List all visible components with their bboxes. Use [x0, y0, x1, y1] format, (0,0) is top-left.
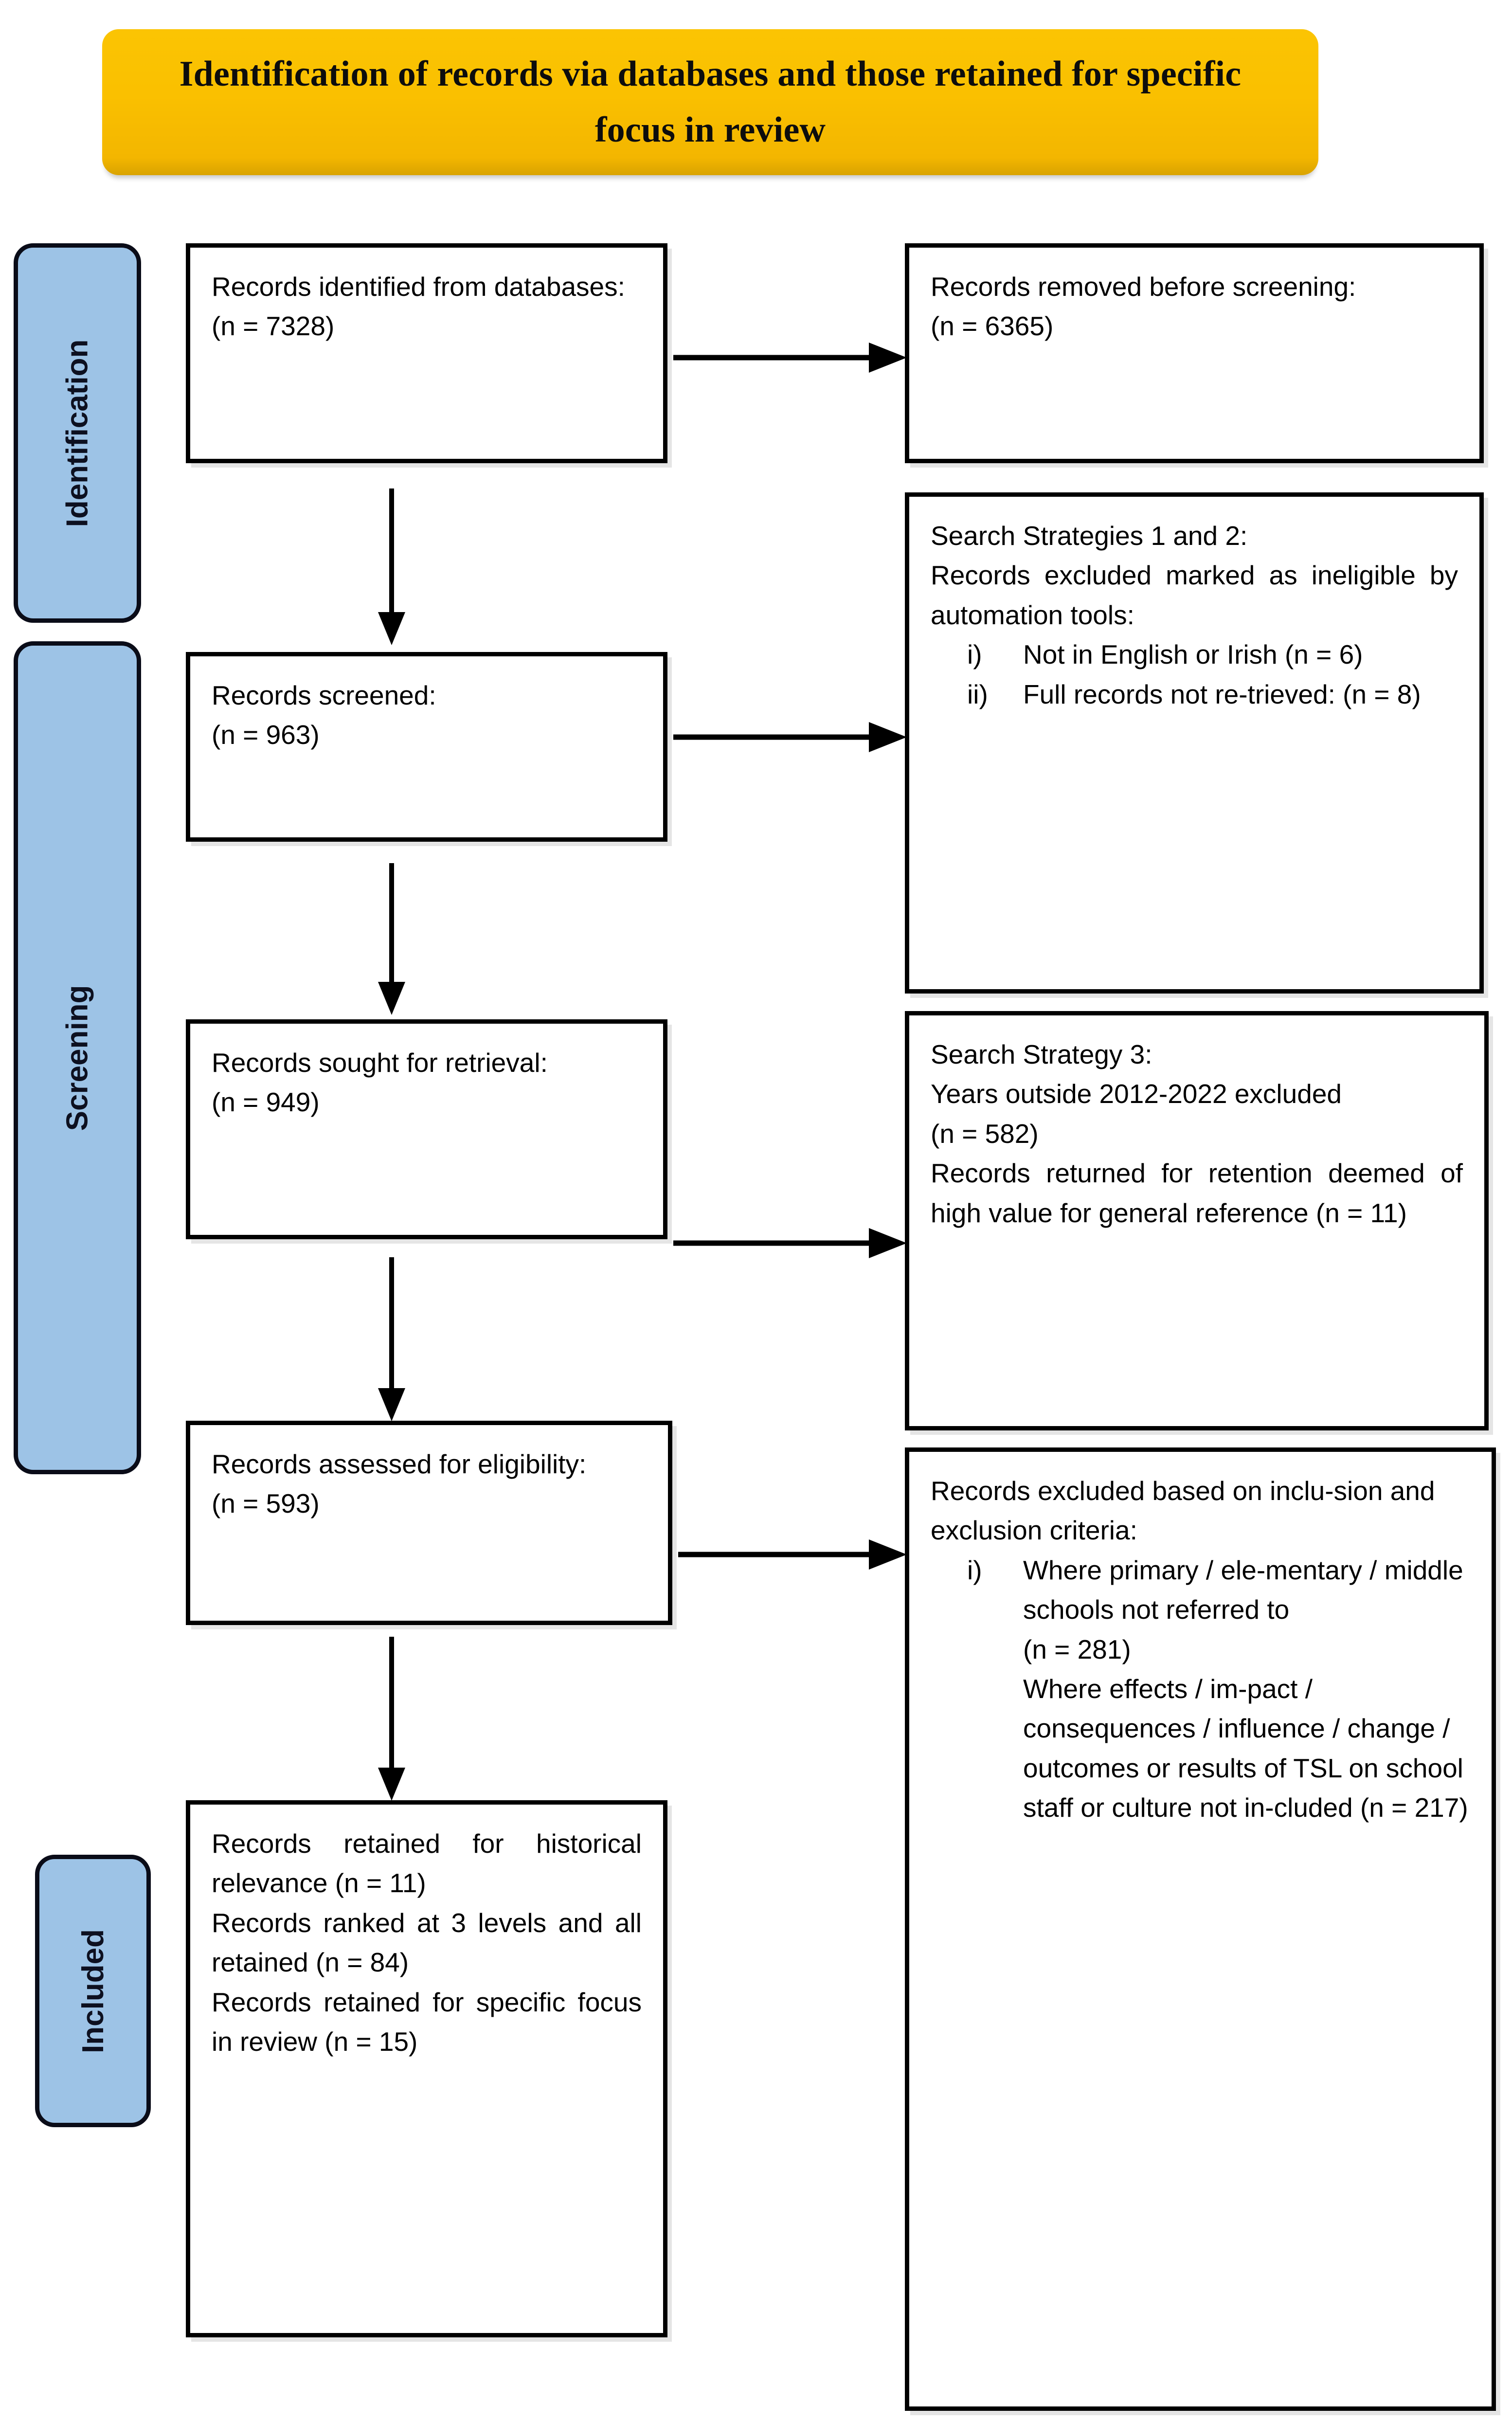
list-text: Where primary / ele-mentary / middle sch…	[1023, 1555, 1463, 1625]
flow-box-search-strategies-1-2: Search Strategies 1 and 2: Records exclu…	[905, 492, 1484, 994]
list-item: ii) Full records not re-trieved: (n = 8)	[931, 675, 1458, 714]
records-retained-specific-focus: Records retained for specific focus in r…	[212, 1987, 642, 2057]
records-retained-ranked: Records ranked at 3 levels and all retai…	[212, 1907, 642, 1978]
list-marker: i)	[967, 639, 982, 670]
arrow-down-icon	[378, 488, 405, 645]
list-item: i) Not in English or Irish (n = 6)	[931, 635, 1458, 674]
records-sought-count: (n = 949)	[212, 1087, 320, 1118]
diagram-title-banner: Identification of records via databases …	[102, 29, 1318, 175]
arrow-assessed-to-retained	[370, 1635, 414, 1803]
arrow-sought-to-strategy3	[671, 1221, 910, 1265]
excluded-count-281: (n = 281)	[1023, 1634, 1131, 1664]
strategies12-line2: Records excluded marked as ineligible by…	[931, 560, 1458, 630]
flow-box-records-screened: Records screened: (n = 963)	[186, 652, 667, 842]
records-assessed-count: (n = 593)	[212, 1488, 320, 1519]
list-text: Not in English or Irish (n = 6)	[1023, 639, 1363, 670]
list-item: i) Where primary / ele-mentary / middle …	[931, 1551, 1470, 1630]
records-sought-line1: Records sought for retrieval:	[212, 1048, 548, 1078]
strategy3-returned-retention: Records returned for retention deemed of…	[931, 1158, 1463, 1228]
excluded-heading: Records excluded based on inclu-sion and…	[931, 1476, 1435, 1546]
strategies12-heading: Search Strategies 1 and 2:	[931, 521, 1248, 551]
excluded-list: i) Where primary / ele-mentary / middle …	[931, 1551, 1470, 1828]
records-identified-line1: Records identified from databases:	[212, 271, 625, 302]
flow-box-search-strategy-3: Search Strategy 3: Years outside 2012-20…	[905, 1011, 1489, 1430]
flow-box-records-excluded-criteria: Records excluded based on inclu-sion and…	[905, 1447, 1496, 2411]
flow-box-records-retained: Records retained for historical relevanc…	[186, 1800, 667, 2337]
records-identified-count: (n = 7328)	[212, 311, 335, 342]
arrow-screened-to-strategies	[671, 715, 910, 759]
arrow-down-icon	[378, 863, 405, 1015]
stage-sidebar-identification: Identification	[14, 243, 141, 623]
arrow-down-icon	[378, 1637, 405, 1801]
records-removed-line1: Records removed before screening:	[931, 271, 1356, 302]
stage-label-screening: Screening	[60, 985, 94, 1131]
arrow-sought-to-assessed	[370, 1255, 414, 1423]
records-retained-historical: Records retained for historical relevanc…	[212, 1828, 642, 1899]
strategy3-years-count: (n = 582)	[931, 1118, 1039, 1149]
arrow-right-icon	[673, 343, 907, 373]
stage-sidebar-screening: Screening	[14, 641, 141, 1474]
stage-label-identification: Identification	[60, 339, 94, 527]
arrow-identified-to-screened	[370, 487, 414, 647]
stage-label-included: Included	[76, 1929, 110, 2053]
list-marker: i)	[967, 1555, 982, 1585]
arrow-right-icon	[673, 1228, 907, 1258]
strategy3-heading: Search Strategy 3:	[931, 1039, 1152, 1069]
list-marker: ii)	[967, 679, 988, 709]
strategy3-years-excluded: Years outside 2012-2022 excluded	[931, 1079, 1342, 1109]
arrow-down-icon	[378, 1257, 405, 1421]
records-screened-count: (n = 963)	[212, 720, 320, 750]
page-title: Identification of records via databases …	[179, 54, 1242, 150]
flow-box-records-sought: Records sought for retrieval: (n = 949)	[186, 1019, 667, 1239]
excluded-effects-clause: Where effects / im-pact / consequences /…	[1023, 1673, 1468, 1823]
flow-box-records-identified: Records identified from databases: (n = …	[186, 243, 667, 463]
arrow-assessed-to-excluded	[676, 1533, 910, 1576]
records-assessed-line1: Records assessed for eligibility:	[212, 1449, 587, 1479]
records-screened-line1: Records screened:	[212, 680, 436, 710]
arrow-identified-to-removed	[671, 336, 910, 380]
arrow-right-icon	[678, 1539, 907, 1570]
flow-box-records-assessed: Records assessed for eligibility: (n = 5…	[186, 1421, 672, 1625]
flow-box-records-removed: Records removed before screening: (n = 6…	[905, 243, 1484, 463]
strategies12-list: i) Not in English or Irish (n = 6) ii) F…	[931, 635, 1458, 714]
arrow-right-icon	[673, 722, 907, 752]
records-removed-count: (n = 6365)	[931, 311, 1054, 342]
list-text: Full records not re-trieved: (n = 8)	[1023, 679, 1421, 709]
stage-sidebar-included: Included	[35, 1855, 151, 2127]
arrow-screened-to-sought	[370, 861, 414, 1017]
